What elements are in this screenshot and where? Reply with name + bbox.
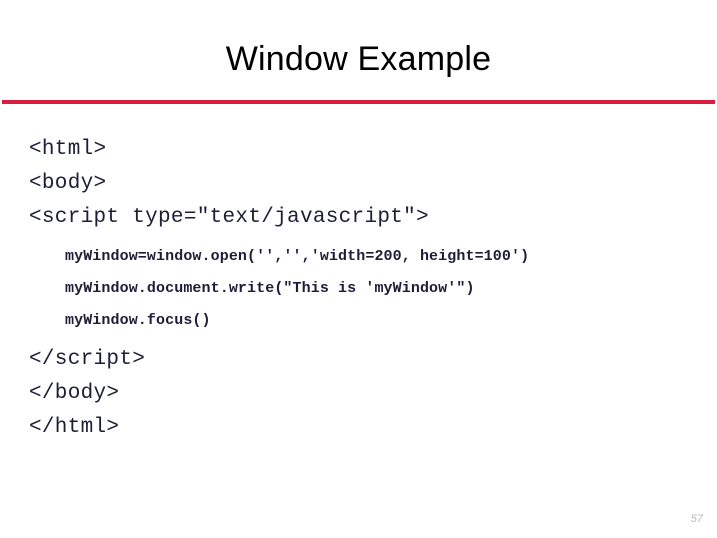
page-number: 57 [690, 513, 703, 525]
page-title: Window Example [225, 40, 492, 78]
code-line: </script> [29, 348, 146, 371]
code-block: <html> <body> <script type="text/javascr… [29, 133, 699, 445]
code-line: <html> [29, 138, 107, 161]
code-line: </body> [29, 382, 120, 405]
code-line: <body> [29, 172, 107, 195]
code-line: myWindow.document.write("This is 'myWind… [65, 280, 475, 297]
code-line: <script type="text/javascript"> [29, 206, 429, 229]
code-line: myWindow.focus() [65, 312, 211, 329]
code-line: myWindow=window.open('','','width=200, h… [65, 248, 530, 265]
code-line: </html> [29, 416, 120, 439]
title-divider-rule [2, 100, 715, 104]
